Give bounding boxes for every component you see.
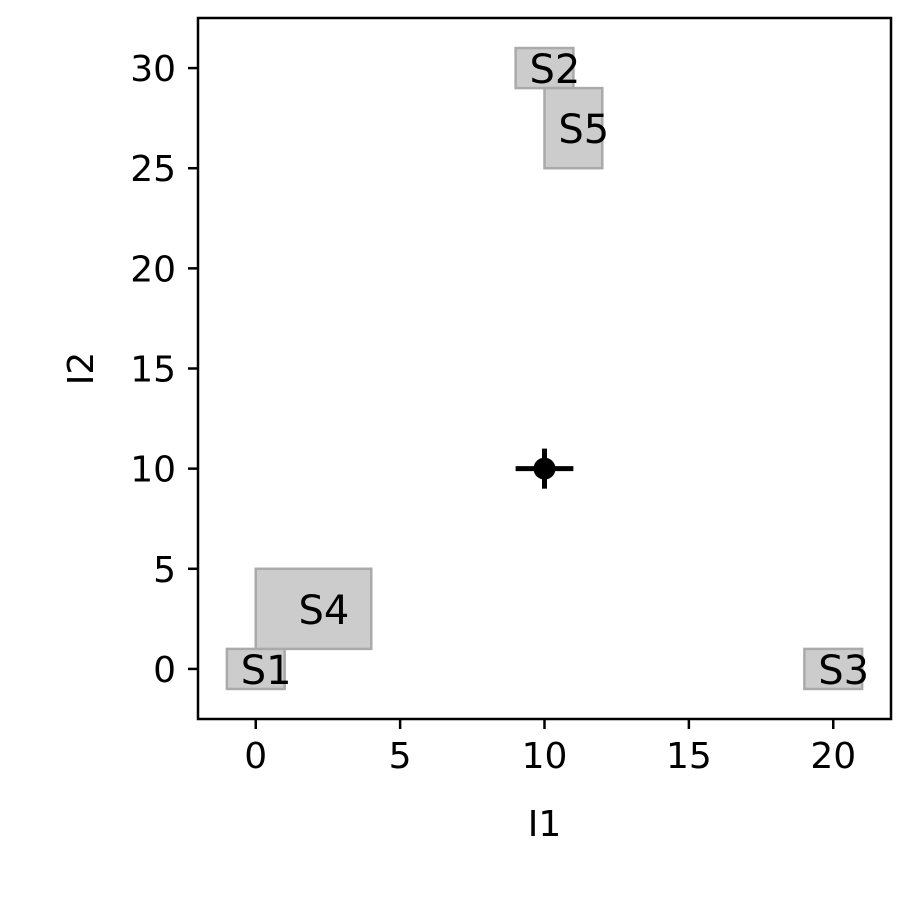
box-s3 [803, 647, 864, 691]
box-label-s3: S3 [818, 648, 869, 694]
y-tick-label: 15 [130, 350, 176, 391]
x-axis-ticks: 0 5 10 15 20 [244, 719, 856, 777]
points-layer [515, 448, 574, 489]
box-s1 [225, 647, 286, 691]
y-axis-label: I2 [61, 352, 102, 386]
x-tick-label: 15 [666, 736, 712, 777]
y-tick-label: 5 [153, 550, 176, 591]
box-label-s1: S1 [241, 648, 292, 694]
y-tick-label: 30 [130, 49, 176, 90]
x-axis-label: I1 [528, 804, 562, 845]
y-tick-label: 0 [153, 650, 176, 691]
box-s5 [543, 86, 604, 170]
box-label-s5: S5 [558, 107, 609, 153]
box-label-s4: S4 [299, 588, 350, 634]
y-tick-label: 25 [130, 149, 176, 190]
data-point [533, 457, 556, 480]
box-label-s2: S2 [530, 47, 581, 93]
boxes-layer [225, 46, 864, 691]
x-tick-label: 5 [389, 736, 412, 777]
x-tick-label: 0 [244, 736, 267, 777]
y-tick-label: 20 [130, 249, 176, 290]
y-tick-label: 10 [130, 450, 176, 491]
y-axis-ticks: 0 5 10 15 20 25 30 [130, 49, 198, 691]
box-s4 [254, 567, 373, 651]
x-tick-label: 20 [810, 736, 856, 777]
x-tick-label: 10 [522, 736, 568, 777]
